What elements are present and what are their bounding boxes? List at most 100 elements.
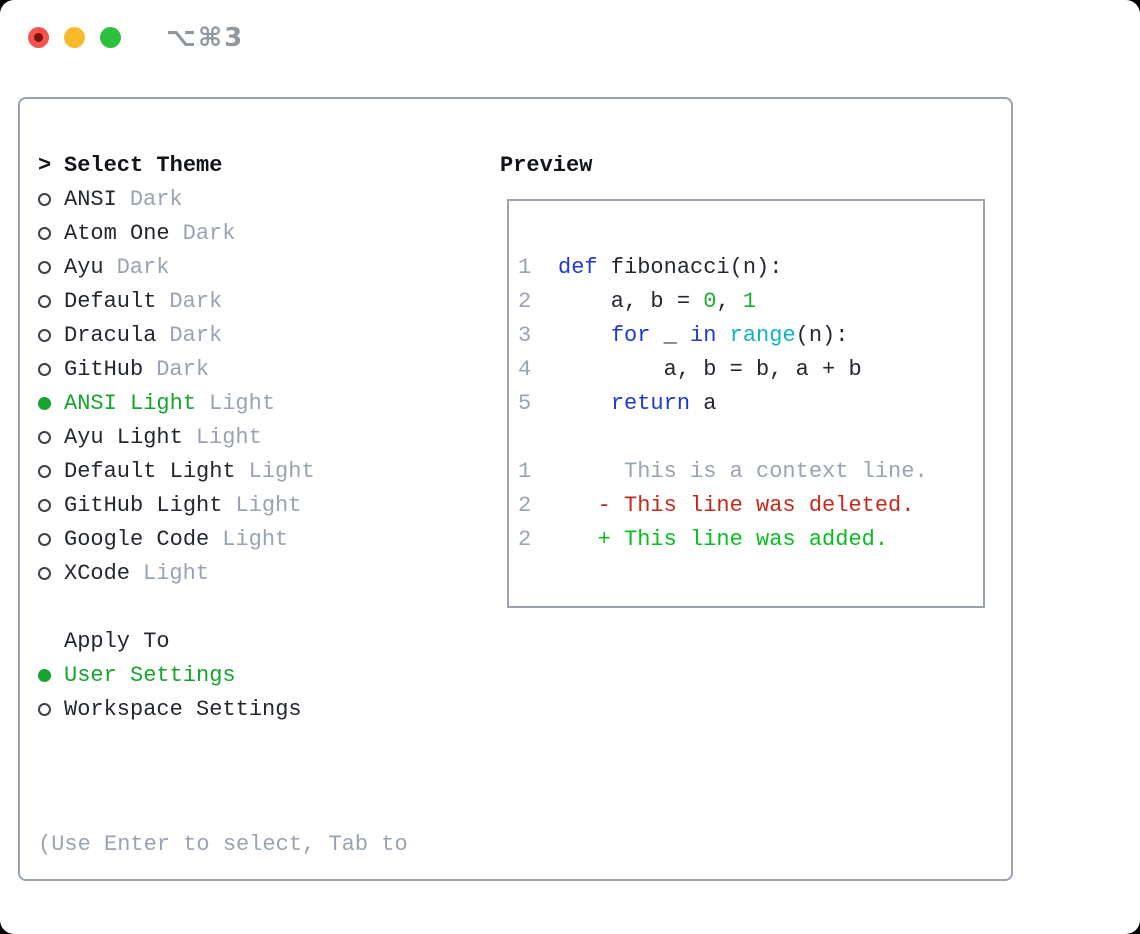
radio-circle (38, 566, 51, 580)
code-token-keyword: in (690, 323, 717, 348)
theme-variant-tag: Dark (169, 322, 223, 348)
zoom-button[interactable] (100, 27, 121, 48)
apply-to-header: Apply To (38, 624, 302, 658)
theme-name: GitHub Light (64, 492, 223, 518)
radio-circle (38, 464, 51, 478)
code-token-keyword: def (558, 255, 598, 280)
radio-unselected-icon (38, 498, 64, 512)
theme-variant-tag: Light (248, 458, 315, 484)
theme-name: ANSI (64, 186, 117, 212)
theme-variant-tag: Light (143, 560, 210, 586)
radio-unselected-icon (38, 464, 64, 478)
radio-circle (38, 668, 51, 682)
theme-option-google-code[interactable]: Google Code Light (38, 522, 315, 556)
window-shortcut-label: ⌥⌘3 (166, 23, 245, 53)
theme-name: Default Light (64, 458, 236, 484)
theme-option-github-light[interactable]: GitHub Light Light (38, 488, 315, 522)
radio-circle (38, 226, 51, 240)
theme-name: Dracula (64, 322, 157, 348)
diff-line-deleted: 2 - This line was deleted. (518, 489, 928, 523)
select-theme-title: Select Theme (64, 152, 223, 178)
radio-circle (38, 260, 51, 274)
radio-unselected-icon (38, 226, 64, 240)
help-text-line1: (Use Enter to select, Tab to (38, 832, 408, 857)
line-number: 2 (518, 493, 532, 518)
apply-option-user-settings[interactable]: User Settings (38, 658, 302, 692)
line-number: 1 (518, 255, 532, 280)
theme-option-ansi-light[interactable]: ANSI Light Light (38, 386, 315, 420)
code-token-plain: , (716, 289, 743, 314)
code-line: 1 def fibonacci(n): (518, 251, 862, 285)
radio-circle (38, 498, 51, 512)
code-token-literal: 0 (703, 289, 717, 314)
theme-option-ansi[interactable]: ANSI Dark (38, 182, 315, 216)
code-line: 3 for _ in range(n): (518, 319, 862, 353)
radio-unselected-icon (38, 260, 64, 274)
theme-variant-tag: Light (235, 492, 302, 518)
theme-variant-tag: Dark (129, 186, 183, 212)
radio-unselected-icon (38, 192, 64, 206)
diff-text: + This line was added. (558, 527, 889, 552)
radio-unselected-icon (38, 328, 64, 342)
theme-option-default-light[interactable]: Default Light Light (38, 454, 315, 488)
preview-header: Preview (500, 148, 592, 182)
theme-variant-tag: Dark (116, 254, 170, 280)
line-number: 2 (518, 289, 532, 314)
radio-circle (38, 328, 51, 342)
apply-option-workspace-settings[interactable]: Workspace Settings (38, 692, 302, 726)
close-button-dot (34, 33, 43, 42)
radio-selected-icon (38, 668, 64, 682)
radio-unselected-icon (38, 532, 64, 546)
theme-option-ayu[interactable]: Ayu Dark (38, 250, 315, 284)
radio-circle (38, 192, 51, 206)
code-token-plain: a, b = b, a + b (558, 357, 862, 382)
select-theme-header: > Select Theme (38, 148, 315, 182)
theme-name: Ayu Light (64, 424, 183, 450)
radio-unselected-icon (38, 566, 64, 580)
code-token-plain (558, 391, 611, 416)
radio-unselected-icon (38, 362, 64, 376)
close-button[interactable] (28, 27, 49, 48)
theme-variant-tag: Light (222, 526, 289, 552)
help-text: (Use Enter to select, Tab to change focu… (38, 760, 408, 934)
code-token-plain: (n): (795, 323, 849, 348)
line-number: 5 (518, 391, 532, 416)
code-token-plain (716, 323, 729, 348)
radio-circle (38, 702, 51, 716)
minimize-button[interactable] (64, 27, 85, 48)
code-token-plain: _ (650, 323, 691, 348)
line-number: 2 (518, 527, 532, 552)
line-number: 1 (518, 459, 532, 484)
theme-name: Default (64, 288, 157, 314)
diff-preview: 1 This is a context line.2 - This line w… (518, 455, 928, 557)
theme-option-dracula[interactable]: Dracula Dark (38, 318, 315, 352)
focus-caret-icon: > (38, 152, 52, 178)
apply-option-name: User Settings (64, 662, 236, 688)
theme-variant-tag: Dark (182, 220, 236, 246)
code-token-plain: fibonacci(n): (597, 255, 783, 280)
theme-variant-tag: Dark (156, 356, 210, 382)
code-line: 4 a, b = b, a + b (518, 353, 862, 387)
code-token-plain (558, 323, 611, 348)
theme-variant-tag: Light (209, 390, 276, 416)
theme-name: Ayu (64, 254, 104, 280)
theme-name: Google Code (64, 526, 210, 552)
window-titlebar: ⌥⌘3 (0, 0, 1140, 74)
code-token-plain: a (690, 391, 717, 416)
line-number: 3 (518, 323, 532, 348)
help-text-line2: change focus) (38, 930, 408, 934)
theme-name: ANSI Light (64, 390, 197, 416)
diff-line-context: 1 This is a context line. (518, 455, 928, 489)
